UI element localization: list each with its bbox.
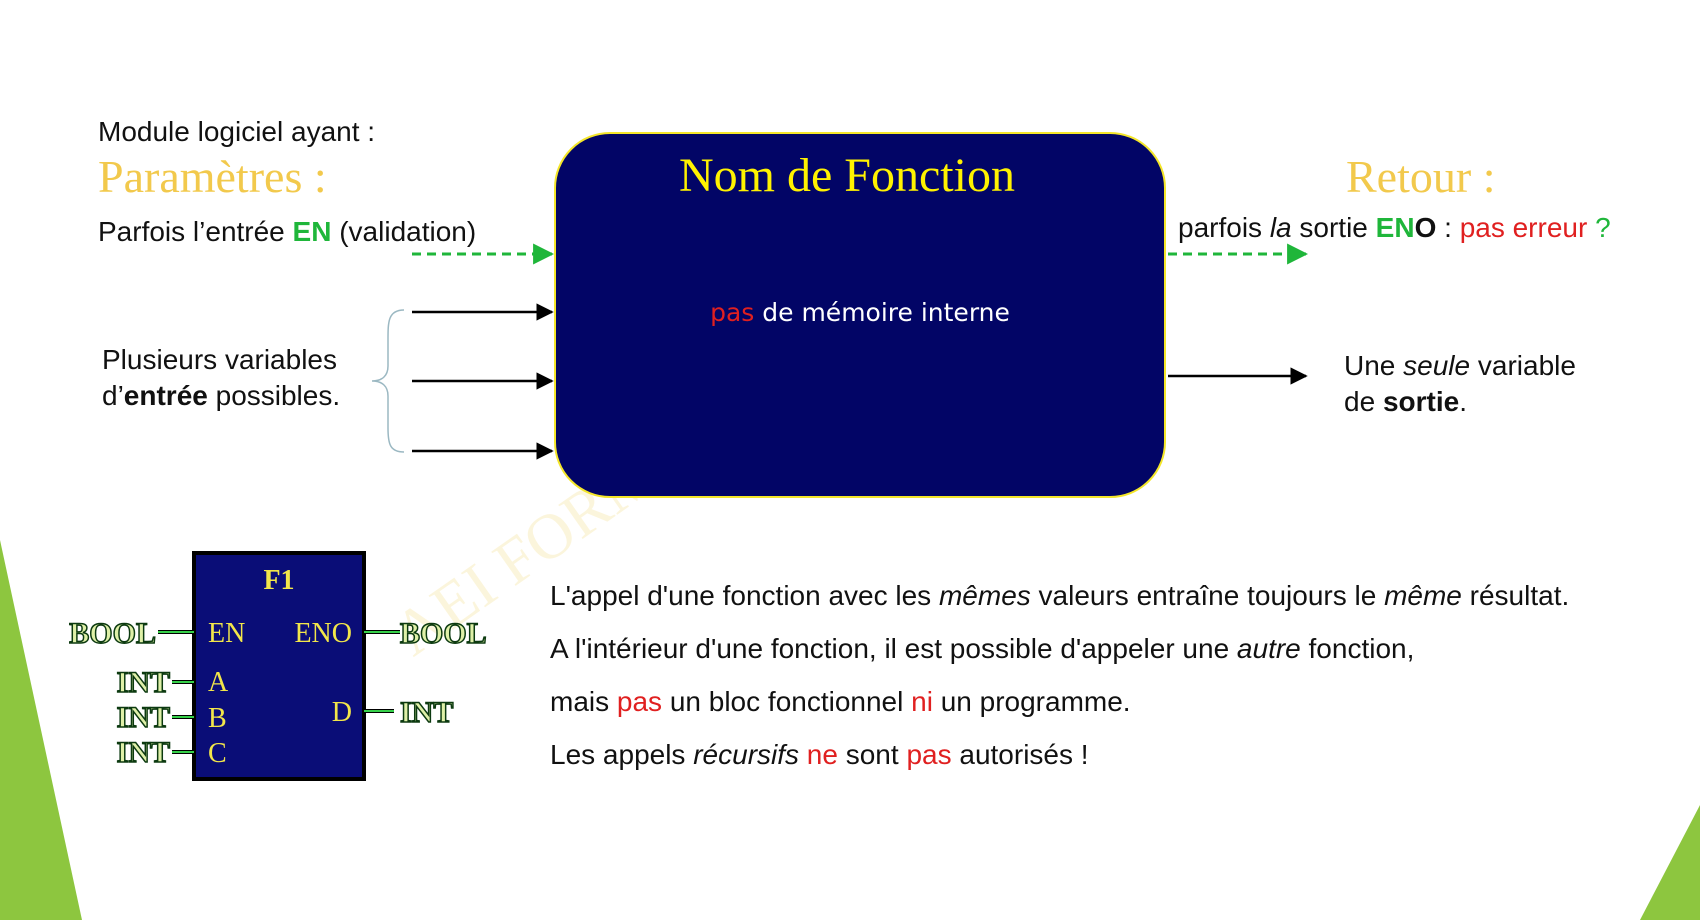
pin-b: B [208, 703, 227, 734]
en-line-prefix: Parfois l’entrée [98, 216, 293, 247]
intro-text: Module logiciel ayant : [98, 116, 376, 147]
body-line-4: Les appels récursifs ne sont pas autoris… [550, 739, 1089, 771]
body-l4-e: sont [837, 739, 907, 770]
fbd-block [192, 551, 366, 781]
pin-eno: ENO [294, 618, 352, 649]
body-l3-d: ni [911, 686, 933, 717]
type-out-eno: BOOL [400, 617, 487, 650]
body-l1-e: résultat. [1461, 580, 1570, 611]
params-title: Paramètres : [98, 151, 327, 202]
en-keyword: EN [292, 216, 332, 247]
output-l2-bold: sortie [1382, 386, 1460, 417]
body-l4-c [799, 739, 807, 770]
function-title: Nom de Fonction [679, 149, 1015, 202]
body-l3-c: un bloc fonctionnel [662, 686, 912, 717]
type-in-b: INT [117, 701, 170, 734]
body-l3-e: un programme. [932, 686, 1131, 717]
output-l1-it: seule [1403, 350, 1471, 381]
eno-question: ? [1587, 212, 1611, 243]
type-in-a: INT [117, 666, 170, 699]
body-l3-b: pas [616, 686, 663, 717]
pin-a: A [208, 667, 229, 698]
body-l1-d: même [1384, 580, 1462, 611]
function-note-red: pas [710, 298, 755, 327]
connector-arrows [371, 243, 1309, 460]
eno-keyword-en: EN [1375, 212, 1415, 243]
function-box [554, 132, 1166, 498]
body-line-1: L'appel d'une fonction avec les mêmes va… [550, 580, 1569, 612]
body-l2-b: autre [1236, 633, 1301, 664]
type-in-en: BOOL [69, 617, 156, 650]
output-text: Une seule variable de sortie. [1344, 348, 1576, 420]
output-line1: Une seule variable [1344, 348, 1576, 384]
body-line-3: mais pas un bloc fonctionnel ni un progr… [550, 686, 1131, 718]
pin-c: C [208, 738, 227, 769]
fbd-diagram: F1 EN A B C ENO D BOOL INT INT INT BOOL … [69, 551, 487, 781]
body-l2-a: A l'intérieur d'une fonction, il est pos… [550, 633, 1237, 664]
body-l1-a: L'appel d'une fonction avec les [550, 580, 939, 611]
body-l4-g: autorisés ! [951, 739, 1089, 770]
inputs-line2-bold: entrée [123, 380, 208, 411]
inputs-line2-post: possibles. [207, 380, 341, 411]
function-note: pas de mémoire interne [554, 298, 1166, 327]
en-line-suffix: (validation) [331, 216, 477, 247]
inputs-line1: Plusieurs variables [102, 344, 337, 375]
output-l1-post: variable [1470, 350, 1576, 381]
body-l1-b: mêmes [938, 580, 1031, 611]
body-l3-a: mais [550, 686, 617, 717]
pin-d: D [332, 697, 352, 728]
en-line: Parfois l’entrée EN (validation) [98, 216, 476, 248]
body-line-2: A l'intérieur d'une fonction, il est pos… [550, 633, 1414, 665]
retour-title: Retour : [1346, 151, 1496, 202]
eno-line-p3: : [1436, 212, 1460, 243]
eno-keyword-o: O [1414, 212, 1437, 243]
eno-line-la: la [1269, 212, 1292, 243]
output-line2: de sortie. [1344, 384, 1576, 420]
body-l4-a: Les appels [550, 739, 694, 770]
eno-error-text: pas erreur [1459, 212, 1588, 243]
function-note-rest: de mémoire interne [754, 298, 1010, 327]
type-out-d: INT [400, 696, 453, 729]
output-l2-post: . [1459, 386, 1467, 417]
fbd-block-name: F1 [263, 565, 294, 596]
inputs-line2: d’entrée possibles. [102, 378, 340, 414]
body-l1-c: valeurs entraîne toujours le [1030, 580, 1385, 611]
inputs-brace [371, 309, 405, 453]
pin-en: EN [208, 618, 245, 649]
type-in-c: INT [117, 736, 170, 769]
inputs-text: Plusieurs variables d’entrée possibles. [102, 342, 340, 414]
body-l4-d: ne [806, 739, 838, 770]
output-l2-pre: de [1344, 386, 1383, 417]
body-l4-f: pas [906, 739, 952, 770]
output-l1-pre: Une [1344, 350, 1404, 381]
eno-line: parfois la sortie ENO : pas erreur ? [1178, 212, 1611, 244]
body-l2-c: fonction, [1300, 633, 1415, 664]
eno-line-p2: sortie [1291, 212, 1376, 243]
body-l4-b: récursifs [693, 739, 800, 770]
inputs-line2-pre: d’ [102, 380, 124, 411]
eno-line-p1: parfois [1178, 212, 1270, 243]
